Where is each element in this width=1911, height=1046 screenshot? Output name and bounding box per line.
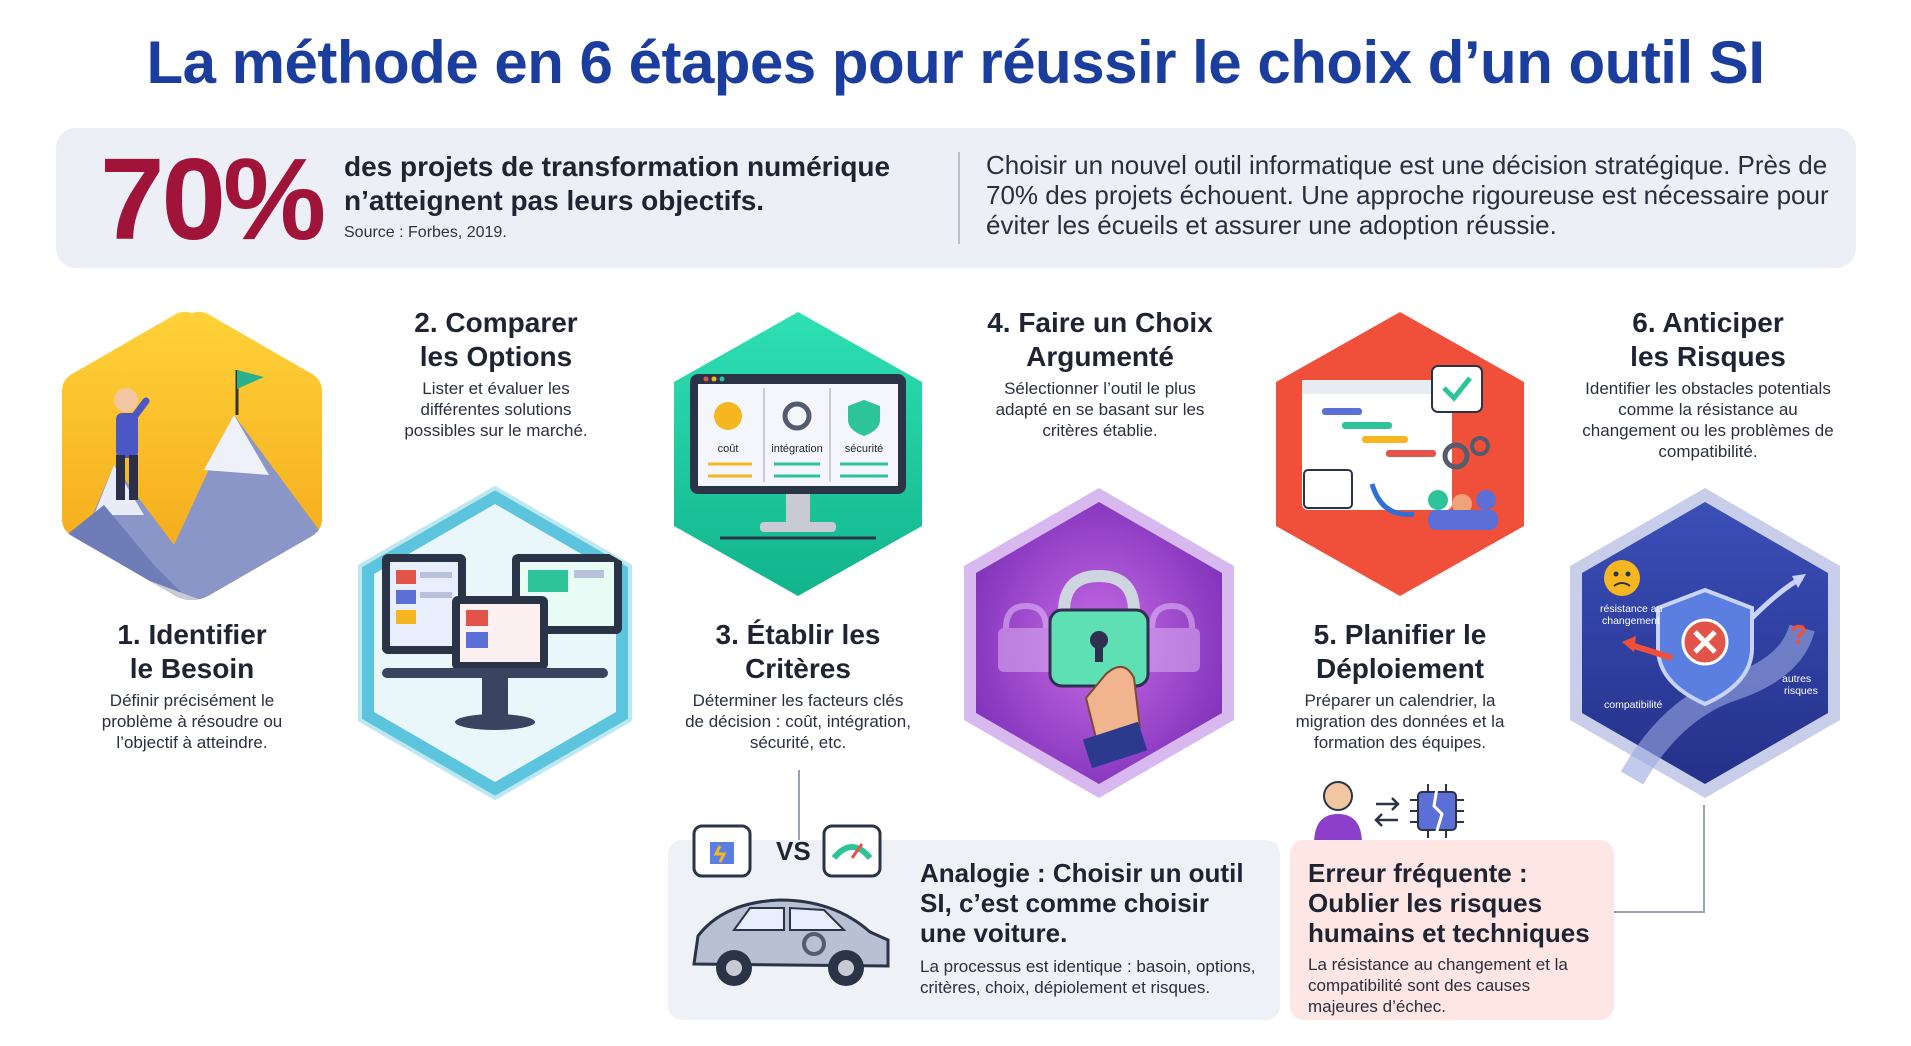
- connector-6-v: [1703, 805, 1705, 913]
- analogy-title: Analogie : Choisir un outil SI, c’est co…: [920, 858, 1244, 948]
- stat-line2: n’atteignent pas leurs objectifs.: [344, 185, 765, 216]
- stat-line1: des projets de transformation numérique: [344, 151, 891, 182]
- step1-hexagon: [54, 305, 330, 605]
- risk-resistance-label-1: résistance au: [1600, 603, 1663, 615]
- step4-desc: Sélectionner l’outil le plus adapté en s…: [995, 379, 1205, 440]
- step6-hexagon: ? résistance au changement compatibilité…: [1552, 478, 1858, 808]
- criteria-integration-label: intégration: [771, 443, 822, 455]
- risk-autres-label-2: risques: [1784, 685, 1818, 697]
- car-illustration: VS: [684, 820, 894, 1010]
- risk-compat-label: compatibilité: [1604, 699, 1663, 711]
- stat-source: Source : Forbes, 2019.: [344, 224, 507, 241]
- svg-text:?: ?: [1790, 619, 1807, 650]
- error-callout: [1290, 840, 1614, 1020]
- stat-text: des projets de transformation numérique …: [344, 150, 944, 218]
- risk-autres-label-1: autres: [1782, 673, 1811, 685]
- step3-desc: Déterminer les facteurs clés de décision…: [685, 691, 911, 752]
- connector-6-h: [1614, 911, 1705, 913]
- analogy-desc: La processus est identique : basoin, opt…: [920, 957, 1256, 997]
- error-desc: La résistance au changement et la compat…: [1308, 955, 1568, 1016]
- step2-hexagon: [342, 478, 648, 808]
- error-title: Erreur fréquente : Oublier les risques h…: [1308, 858, 1590, 948]
- vs-label: VS: [776, 836, 811, 866]
- criteria-cout-label: coût: [718, 443, 739, 455]
- step5-desc: Préparer un calendrier, la migration des…: [1295, 691, 1505, 752]
- risk-resistance-label-2: changement: [1602, 615, 1660, 627]
- step2-desc: Lister et évaluer les différentes soluti…: [404, 379, 588, 440]
- stat-description: Choisir un nouvel outil informatique est…: [986, 150, 1829, 240]
- step1-desc: Définir précisément le problème à résoud…: [101, 691, 283, 752]
- step6-desc: Identifier les obstacles potentials comm…: [1582, 379, 1834, 461]
- step5-hexagon: [1262, 304, 1538, 604]
- criteria-securite-label: sécurité: [845, 443, 884, 455]
- step3-hexagon: coût intégration sécurité: [660, 304, 936, 604]
- stat-percent: 70%: [100, 134, 326, 264]
- stat-panel: [56, 128, 1856, 268]
- stat-divider: [958, 152, 960, 244]
- connector-3: [798, 770, 800, 840]
- step4-hexagon: [946, 478, 1252, 808]
- page-title: La méthode en 6 étapes pour réussir le c…: [146, 29, 1765, 96]
- error-illustration: [1306, 776, 1486, 848]
